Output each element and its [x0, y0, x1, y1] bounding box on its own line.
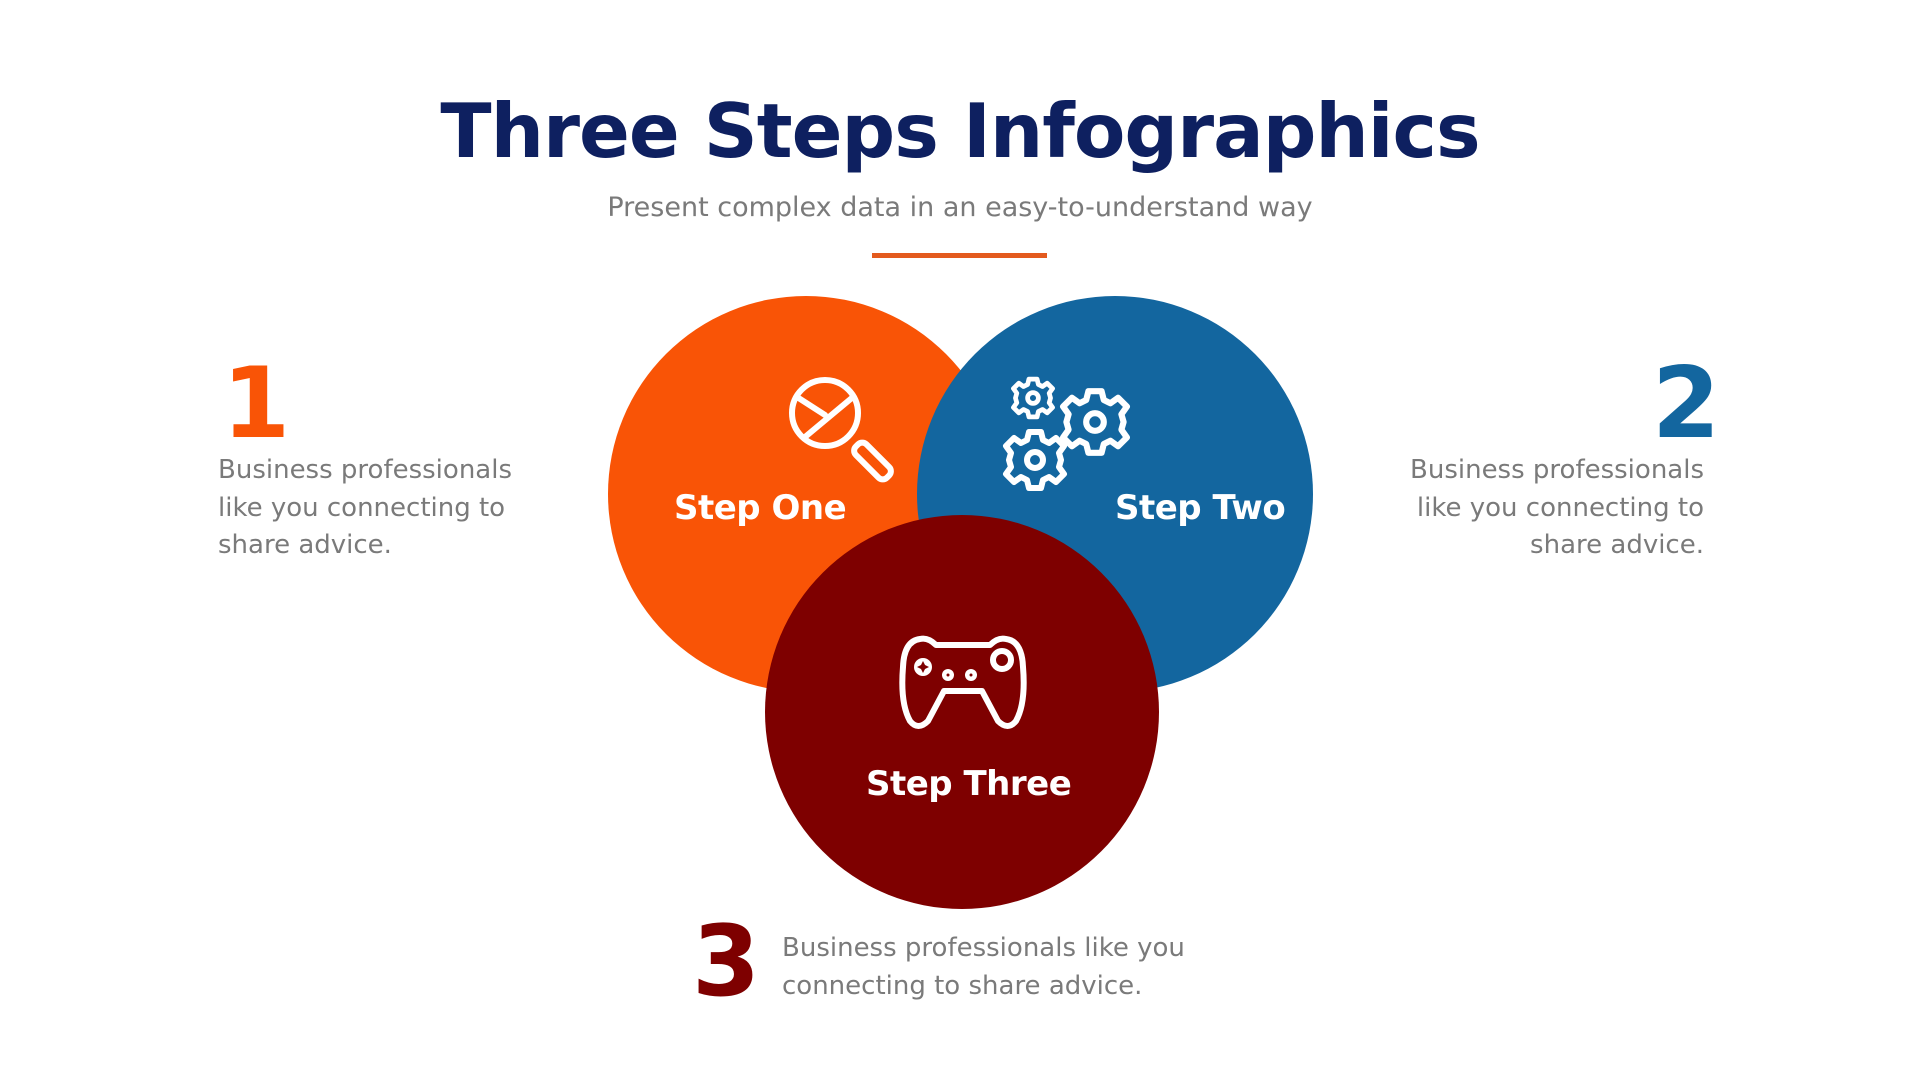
step-two-description: Business professionals like you connecti… [1300, 452, 1704, 565]
step-one-number: 1 [222, 347, 291, 461]
description-line: like you connecting to [218, 492, 506, 523]
step-one-description: Business professionals like you connecti… [218, 452, 512, 565]
page-title: Three Steps Infographics [440, 87, 1480, 175]
description-line: share advice. [218, 530, 392, 560]
magnifier-pie-chart-icon [789, 377, 894, 483]
step-three-circle [765, 515, 1159, 909]
description-line: share advice. [1530, 530, 1704, 560]
step-three-description: Business professionals like you connecti… [782, 930, 1185, 1005]
description-line: Business professionals like you [782, 933, 1185, 963]
description-line: Business professionals [1410, 455, 1704, 485]
title-divider [872, 253, 1047, 258]
description-line: connecting to share advice. [782, 970, 1143, 1001]
step-two-label: Step Two [1115, 488, 1286, 528]
step-two-number: 2 [1652, 347, 1721, 461]
gamepad-icon [899, 635, 1027, 729]
step-three-number: 3 [692, 905, 761, 1019]
page-subtitle: Present complex data in an easy-to-under… [607, 192, 1313, 223]
description-line: Business professionals [218, 455, 512, 485]
description-line: like you connecting to [1416, 492, 1704, 523]
step-three-label: Step Three [866, 764, 1072, 804]
step-one-label: Step One [674, 488, 847, 528]
gears-icon [995, 370, 1135, 500]
